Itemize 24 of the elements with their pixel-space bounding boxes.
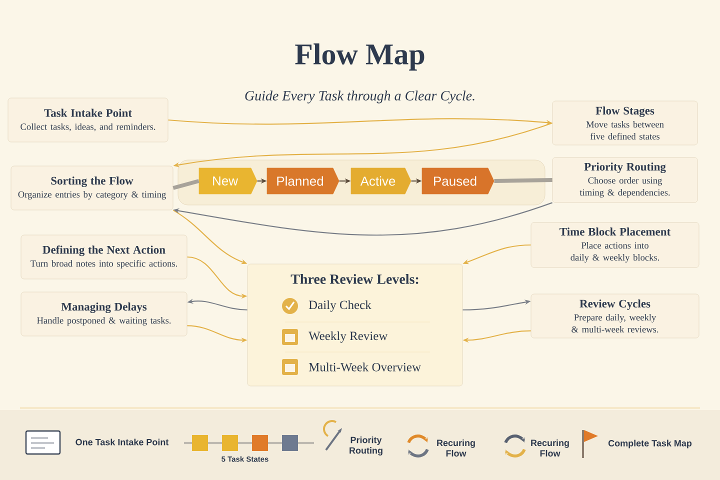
text-box: Time Block Placement Place actions into daily & weekly blocks.: [530, 222, 700, 268]
text-box: Managing Delays Handle postponed & waiting tasks.: [20, 292, 188, 336]
text-box: Priority Routing Choose order using timing & dependencies.: [552, 157, 698, 203]
legend-label: Recuring Flow: [531, 439, 569, 457]
text-box: Sorting the Flow Organize entries by category & timing: [10, 166, 174, 210]
list-item: Multi-Week Overview: [308, 362, 421, 372]
legend-label: Complete Task Map: [608, 440, 692, 448]
text-box: Flow Stages Move tasks between five defined states: [552, 100, 698, 146]
text-box: Review Cycles Prepare daily, weekly & multi-week reviews.: [530, 294, 700, 338]
list-item: Daily Check: [308, 300, 372, 312]
legend-label: One Task Intake Point: [76, 438, 169, 446]
legend-label: Priority Routing: [350, 436, 382, 456]
review-panel: [247, 264, 463, 386]
list-item: Weekly Review: [308, 331, 388, 343]
text-box: Task Intake Point Collect tasks, ideas, and reminders.: [8, 98, 168, 142]
stage-tag: Planned: [266, 168, 340, 194]
panel-heading: Three Review Levels:: [290, 274, 418, 284]
stage-tag: New: [198, 168, 258, 194]
text-box: Defining the Next Action Turn broad notes into specific actions.: [20, 234, 188, 280]
stage-tag: Paused: [422, 168, 494, 194]
stage-tag: Active: [350, 168, 412, 194]
legend-label: Recuring Flow: [437, 439, 475, 457]
subtitle: Guide Every Task through a Clear Cycle.: [245, 90, 474, 104]
title: Flow Map: [295, 43, 424, 71]
